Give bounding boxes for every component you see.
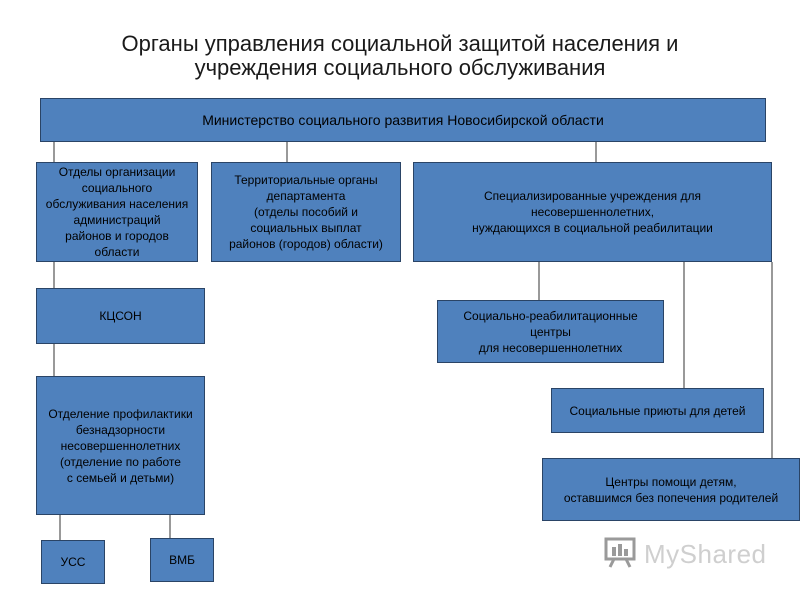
specialized-label: Специализированные учреждения для несове… [472, 189, 713, 235]
kcson-box: КЦСОН [36, 288, 205, 344]
specialized-box: Специализированные учреждения для несове… [413, 162, 772, 262]
prevention-box: Отделение профилактики безнадзорности не… [36, 376, 205, 515]
chart-title: Органы управления социальной защитой нас… [40, 32, 760, 80]
otdely-label: Отделы организации социального обслужива… [45, 165, 189, 259]
vmb-box: ВМБ [150, 538, 214, 582]
title-line-2: учреждения социального обслуживания [194, 55, 606, 80]
myshared-watermark: MyShared [604, 536, 767, 572]
help-centers-label: Центры помощи детям, оставшимся без попе… [563, 474, 779, 505]
myshared-logo-icon [604, 535, 638, 574]
territorial-label: Территориальные органы департамента (отд… [229, 173, 383, 251]
uss-box: УСС [41, 540, 105, 584]
kcson-label: КЦСОН [99, 309, 142, 323]
rehab-centers-box: Социально-реабилитационные центры для не… [437, 300, 664, 363]
otdely-box: Отделы организации социального обслужива… [36, 162, 198, 262]
myshared-watermark-text: MyShared [644, 538, 767, 569]
vmb-label: ВМБ [169, 553, 195, 567]
ministry-box: Министерство социального развития Новоси… [40, 98, 766, 142]
prevention-label: Отделение профилактики безнадзорности не… [48, 406, 193, 485]
rehab-centers-label: Социально-реабилитационные центры для не… [463, 308, 638, 355]
shelters-box: Социальные приюты для детей [551, 388, 764, 433]
ministry-label: Министерство социального развития Новоси… [202, 112, 604, 128]
uss-label: УСС [60, 555, 86, 569]
territorial-box: Территориальные органы департамента (отд… [211, 162, 401, 262]
help-centers-box: Центры помощи детям, оставшимся без попе… [542, 458, 800, 521]
title-line-1: Органы управления социальной защитой нас… [121, 31, 679, 56]
shelters-label: Социальные приюты для детей [569, 403, 746, 418]
